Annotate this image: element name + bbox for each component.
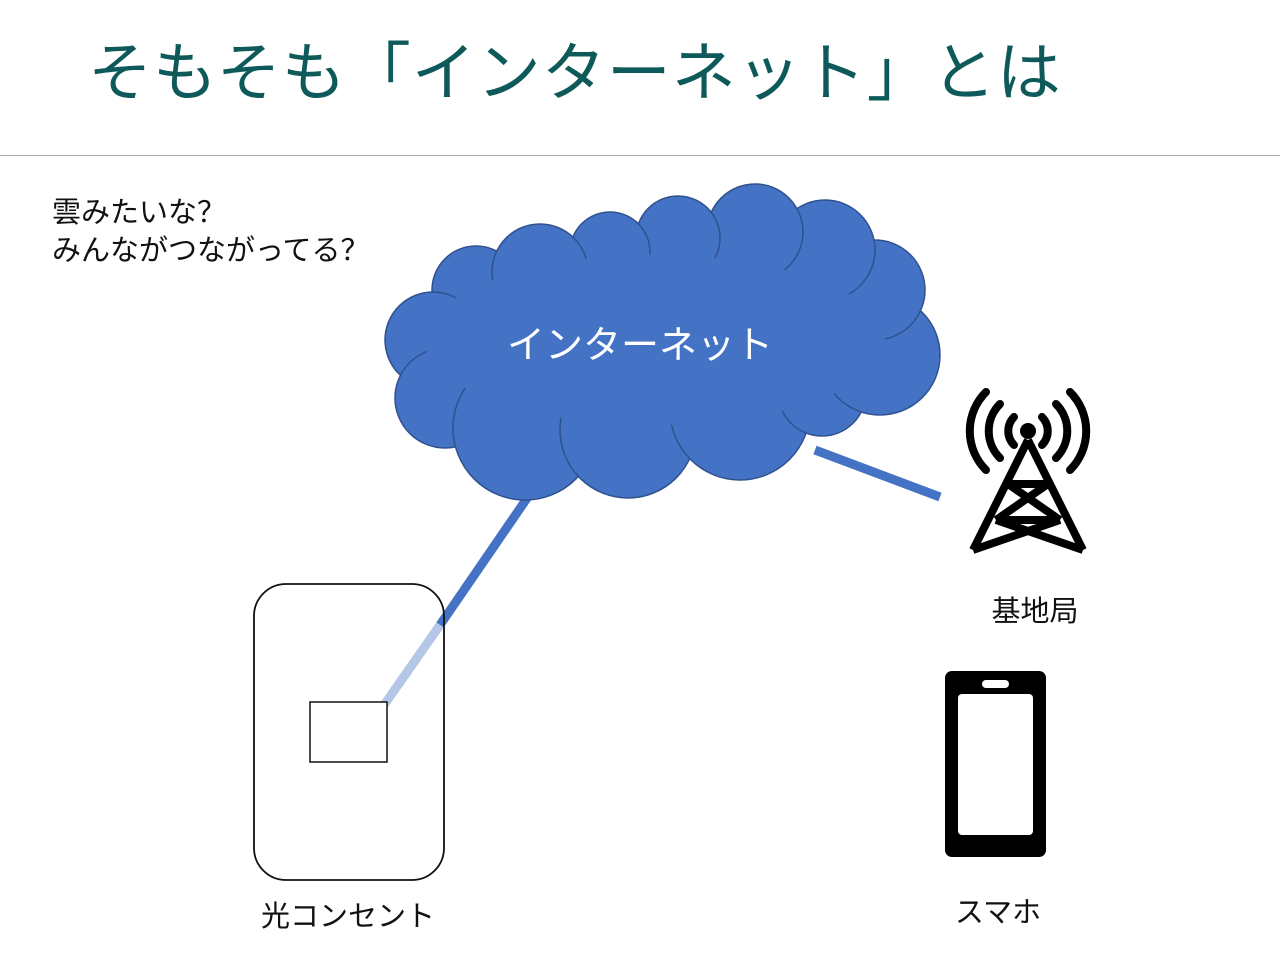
- base-station-link-line: [813, 445, 942, 502]
- smartphone-icon: [945, 671, 1046, 857]
- base-station-label: 基地局: [991, 594, 1079, 628]
- antenna-tower-icon: [965, 388, 1091, 554]
- outlet-label: 光コンセント: [260, 899, 436, 933]
- cloud-icon: [384, 183, 941, 501]
- outlet-link-line-faded: [380, 622, 444, 708]
- wall-outlet-icon: [253, 583, 445, 881]
- title-divider: [0, 155, 1280, 156]
- cloud-label: インターネット: [506, 323, 774, 367]
- question-line-2: みんながつながってる？: [52, 233, 370, 267]
- question-line-1: 雲みたいな？: [52, 195, 227, 229]
- slide-title: そもそも「インターネット」とは: [88, 37, 1062, 111]
- question-text: 雲みたいな？ みんながつながってる？: [52, 193, 370, 269]
- phone-label: スマホ: [954, 895, 1042, 929]
